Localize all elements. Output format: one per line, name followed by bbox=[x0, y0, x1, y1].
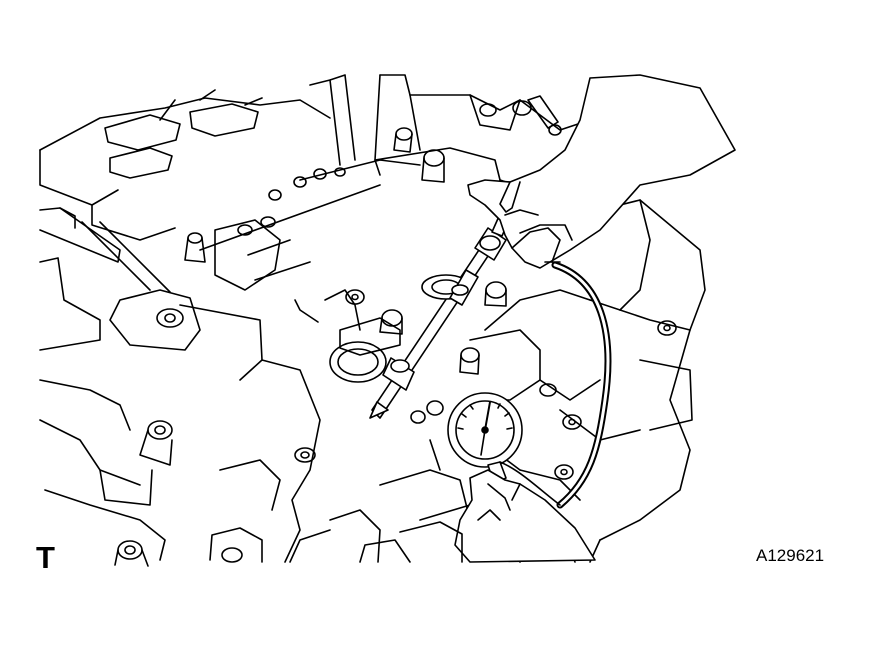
engine-lower-details bbox=[289, 521, 463, 563]
engine-bolts bbox=[114, 95, 677, 567]
gauge-hose bbox=[551, 261, 612, 509]
spark-plug-well bbox=[329, 341, 387, 383]
figure-code-label: A129621 bbox=[756, 546, 825, 565]
compression-adaptor bbox=[369, 213, 511, 419]
corner-mark-label: T bbox=[36, 540, 55, 575]
upper-hand bbox=[467, 74, 736, 269]
compression-gauge bbox=[447, 392, 561, 506]
lower-hand bbox=[454, 469, 596, 563]
